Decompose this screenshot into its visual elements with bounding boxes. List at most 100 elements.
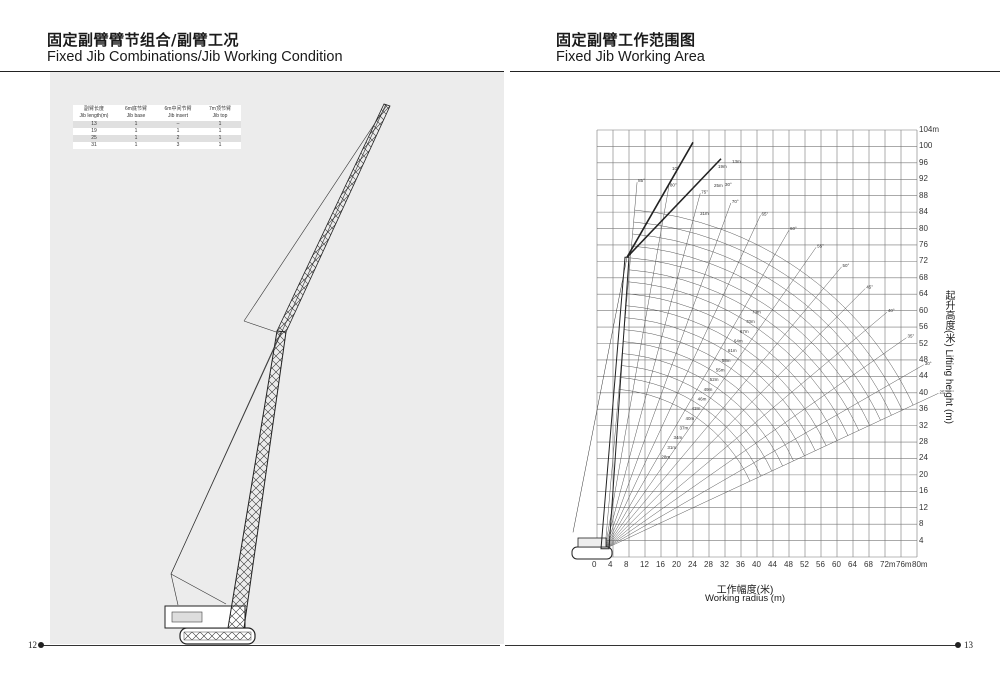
boom-angle-ray: [604, 193, 701, 549]
right-heading: 固定副臂工作范围图 Fixed Jib Working Area: [556, 31, 705, 66]
table-cell: –: [157, 121, 199, 128]
y-tick-label: 104m: [919, 125, 940, 134]
boom-angle-label: 35°: [907, 334, 914, 339]
boom-angle-ray: [604, 182, 638, 549]
chart-jib-10deg: [626, 141, 694, 258]
y-tick-label: 92: [919, 174, 928, 184]
x-tick-label: 56: [816, 560, 825, 569]
left-heading-rule: [0, 71, 504, 72]
boom-angle-ray: [604, 337, 907, 549]
y-tick-label: 32: [919, 420, 928, 430]
y-tick-label: 44: [919, 371, 928, 381]
left-heading: 固定副臂臂节组合/副臂工况 Fixed Jib Combinations/Jib…: [47, 32, 343, 66]
boom-length-label: 31m: [667, 445, 676, 450]
table-cell: 25: [73, 135, 115, 142]
table-cell: 3: [157, 142, 199, 149]
table-cell: 1: [115, 142, 157, 149]
boom-length-label: 28m: [661, 455, 670, 460]
x-tick-label: 4: [608, 560, 613, 569]
boom-length-label: 37m: [680, 426, 689, 431]
x-tick-label: 52: [800, 560, 809, 569]
boom-length-label: 43m: [692, 406, 701, 411]
table-cell: 1: [199, 128, 241, 135]
y-tick-label: 20: [919, 469, 928, 479]
table-row: 25 1 2 1: [73, 135, 241, 142]
boom-length-label: 46m: [698, 397, 707, 402]
table-cell: 1: [115, 128, 157, 135]
table-cell: 1: [115, 135, 157, 142]
right-footer-rule: [505, 645, 957, 646]
y-tick-label: 68: [919, 272, 928, 282]
chart-grid: [596, 129, 918, 558]
x-tick-label: 28: [704, 560, 713, 569]
chart-pendant-line: [572, 257, 628, 533]
chart-value-labels: 85°80°75°70°65°60°55°50°45°40°35°30°25°7…: [638, 159, 946, 460]
x-tick-label: 8: [624, 560, 629, 569]
y-tick-label: 40: [919, 387, 928, 397]
boom-angle-ray: [604, 247, 817, 549]
left-footer-rule: [40, 645, 500, 646]
x-tick-label: 40: [752, 560, 761, 569]
boom-angle-label: 55°: [817, 243, 824, 248]
table-row: 19 1 1 1: [73, 128, 241, 135]
boom-angle-ray: [604, 312, 888, 549]
right-heading-cn: 固定副臂工作范围图: [556, 31, 696, 49]
x-tick-label: 80m: [912, 560, 928, 569]
table-row: 13 1 – 1: [73, 121, 241, 128]
x-tick-label: 0: [592, 560, 597, 569]
jib-length-label: 31m: [700, 211, 709, 216]
chart-main-boom: [600, 256, 630, 550]
right-heading-rule: [510, 71, 1000, 72]
left-heading-en: Fixed Jib Combinations/Jib Working Condi…: [47, 49, 343, 65]
y-tick-label: 16: [919, 486, 928, 496]
table-row: 31 1 3 1: [73, 142, 241, 149]
boom-length-label: 73m: [752, 310, 761, 315]
y-tick-label: 8: [919, 519, 924, 529]
y-tick-label: 4: [919, 535, 924, 545]
y-tick-label: 80: [919, 223, 928, 233]
y-tick-label: 84: [919, 207, 928, 217]
x-axis-title-en: Working radius (m): [704, 593, 786, 604]
x-tick-label: 20: [672, 560, 681, 569]
table-cell: 13: [73, 121, 115, 128]
y-tick-label: 52: [919, 338, 928, 348]
jib-angle-label: 10°: [672, 166, 679, 171]
boom-angle-ray: [604, 266, 842, 549]
y-tick-label: 100: [919, 141, 933, 151]
boom-angle-label: 50°: [843, 263, 850, 268]
boom-angle-label: 75°: [701, 189, 708, 194]
table-cell: 1: [199, 142, 241, 149]
boom-angle-ray: [604, 229, 790, 549]
boom-length-label: 52m: [710, 377, 719, 382]
boom-angle-ray: [604, 364, 924, 550]
table-cell: 31: [73, 142, 115, 149]
right-footer-dot: [955, 642, 961, 648]
y-tick-label: 64: [919, 289, 928, 299]
jib-length-label: 25m: [714, 183, 723, 188]
boom-angle-label: 85°: [638, 178, 645, 183]
y-tick-label: 72: [919, 256, 928, 266]
x-axis-title-cn: 工作幅度(米): [716, 585, 774, 596]
y-tick-label: 28: [919, 437, 928, 447]
table-cell: 2: [157, 135, 199, 142]
table-cell: 19: [73, 128, 115, 135]
crane-crawler-base: [164, 605, 256, 645]
y-tick-label: 48: [919, 354, 928, 364]
table-cell: 1: [115, 121, 157, 128]
boom-length-label: 40m: [686, 416, 695, 421]
x-tick-label: 32: [720, 560, 729, 569]
boom-angle-label: 70°: [732, 199, 739, 204]
boom-angle-ray: [604, 393, 939, 550]
y-tick-label: 96: [919, 157, 928, 167]
boom-length-label: 49m: [704, 387, 713, 392]
boom-angle-label: 40°: [888, 308, 895, 313]
boom-angle-label: 65°: [762, 211, 769, 216]
boom-length-label: 64m: [734, 339, 743, 344]
mast-and-pendants: [170, 103, 388, 606]
y-axis-title-cn: 起升高度(米): [943, 290, 954, 347]
x-tick-label: 12: [640, 560, 649, 569]
